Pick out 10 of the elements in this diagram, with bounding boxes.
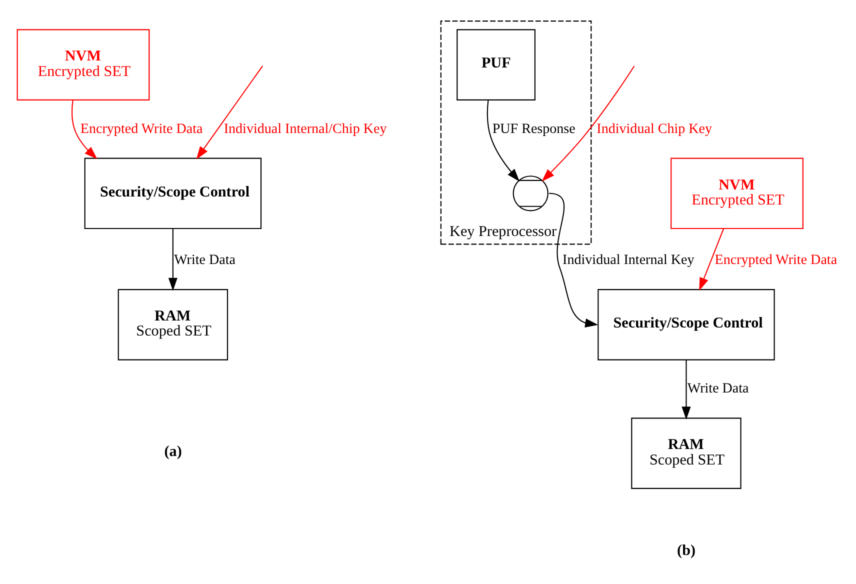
edge-label: Individual Internal/Chip Key <box>223 120 386 137</box>
edge-label: Write Data <box>686 380 748 397</box>
edge-label: Individual Chip Key <box>596 120 712 137</box>
edge-label: Encrypted Write Data <box>714 252 837 268</box>
edge-label: PUF Response <box>492 120 575 137</box>
edge-label: Individual Internal Key <box>562 252 694 268</box>
edge-label: Encrypted Write Data <box>80 120 202 137</box>
edge-label: Write Data <box>174 252 235 268</box>
label: (b) <box>676 543 696 560</box>
label: (a) <box>164 444 182 460</box>
